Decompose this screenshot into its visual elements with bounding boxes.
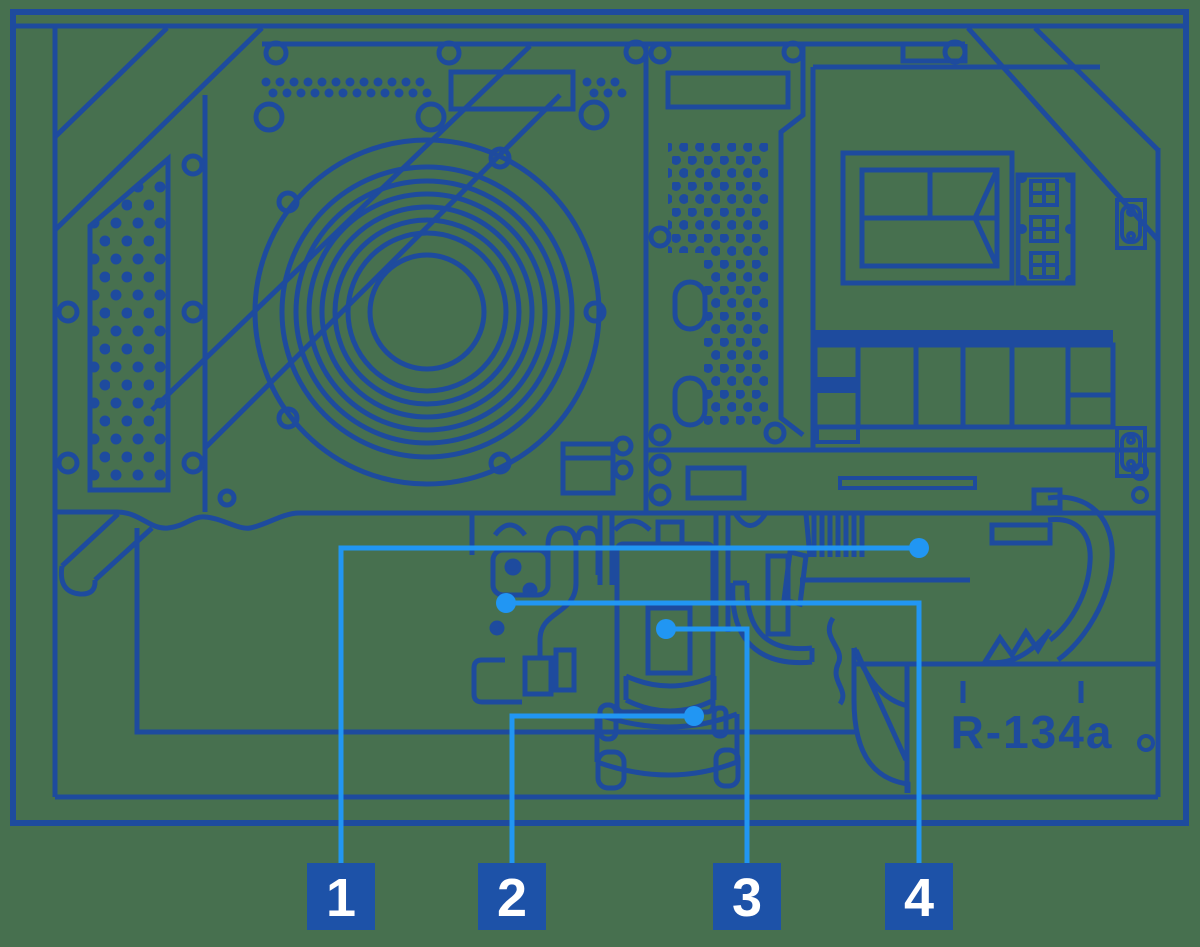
compressor-plate: [645, 605, 693, 676]
foot-left: [595, 749, 627, 791]
callout-line-3: [666, 626, 750, 863]
callout-label-3[interactable]: 3: [713, 863, 781, 930]
right-vent-panel: [648, 40, 806, 507]
base-section: R-134a: [55, 487, 1158, 793]
vent-slot: [665, 70, 791, 110]
heat-fins: [803, 513, 865, 558]
callout-dot-1[interactable]: [909, 538, 929, 558]
compressor: [594, 518, 741, 791]
electrical-enclosure: [810, 64, 1149, 504]
drain-spout: [58, 565, 98, 597]
outer-frame: [10, 9, 1189, 826]
terminal-strip: [812, 330, 1149, 504]
left-grille-panel: [56, 153, 237, 508]
callout-label-4[interactable]: 4: [885, 863, 953, 930]
callout-number-3: 3: [732, 868, 762, 928]
grille-screws: [56, 153, 237, 508]
callout-dot-3[interactable]: [656, 619, 676, 639]
corner-brace-top-right: [900, 26, 1160, 242]
foot-right: [713, 747, 741, 789]
callout-number-4: 4: [904, 868, 934, 928]
terminal-block-column: [1015, 172, 1076, 286]
inner-frame: [13, 23, 1186, 800]
nameplate: [685, 465, 747, 501]
refrigerant-label: R-134a: [951, 706, 1114, 758]
transformer: [840, 150, 1015, 286]
hinge-bottom: [1115, 426, 1147, 478]
drain-pan-wave: [116, 509, 300, 531]
callout-dots: [496, 538, 929, 726]
wire-loom: [980, 627, 1053, 666]
service-hose: [1031, 487, 1115, 663]
refrigerant-panel: R-134a: [852, 661, 1158, 793]
callout-dot-2[interactable]: [684, 706, 704, 726]
junction-box: [560, 435, 634, 496]
grille-perforations: [87, 153, 171, 493]
fan-panel: [252, 39, 968, 496]
vent-hole-rows: [261, 77, 641, 98]
callout-number-2: 2: [497, 868, 527, 928]
funnel-shroud: [851, 647, 911, 793]
callout-label-1[interactable]: 1: [307, 863, 375, 930]
suction-line: [826, 616, 846, 706]
condenser-fan: [252, 137, 607, 487]
panel-edge: [778, 44, 806, 437]
fan-hub: [367, 252, 487, 372]
panel-screws: [253, 39, 968, 133]
callout-lines: [338, 545, 922, 863]
terminal-screws: [1017, 173, 1075, 285]
top-vent-slot: [448, 69, 576, 112]
callout-line-1: [338, 545, 919, 863]
perforation-field-lower: [704, 253, 768, 428]
callout-label-2[interactable]: 2: [478, 863, 546, 930]
callout-line-2: [509, 713, 694, 863]
capacitor-slot: [989, 522, 1053, 546]
hinge-top: [1115, 198, 1147, 250]
callout-labels: 1 2 3 4: [307, 863, 953, 930]
callout-dot-4[interactable]: [496, 593, 516, 613]
callout-number-1: 1: [326, 868, 356, 928]
mount-plate-bottom: [596, 759, 738, 778]
callout-line-4: [506, 600, 922, 863]
valve-assembly: [469, 513, 615, 705]
oval-slots: [672, 279, 708, 428]
panel-screws: [648, 40, 805, 507]
din-rail: [838, 476, 977, 490]
perforation-field-upper: [668, 143, 768, 253]
